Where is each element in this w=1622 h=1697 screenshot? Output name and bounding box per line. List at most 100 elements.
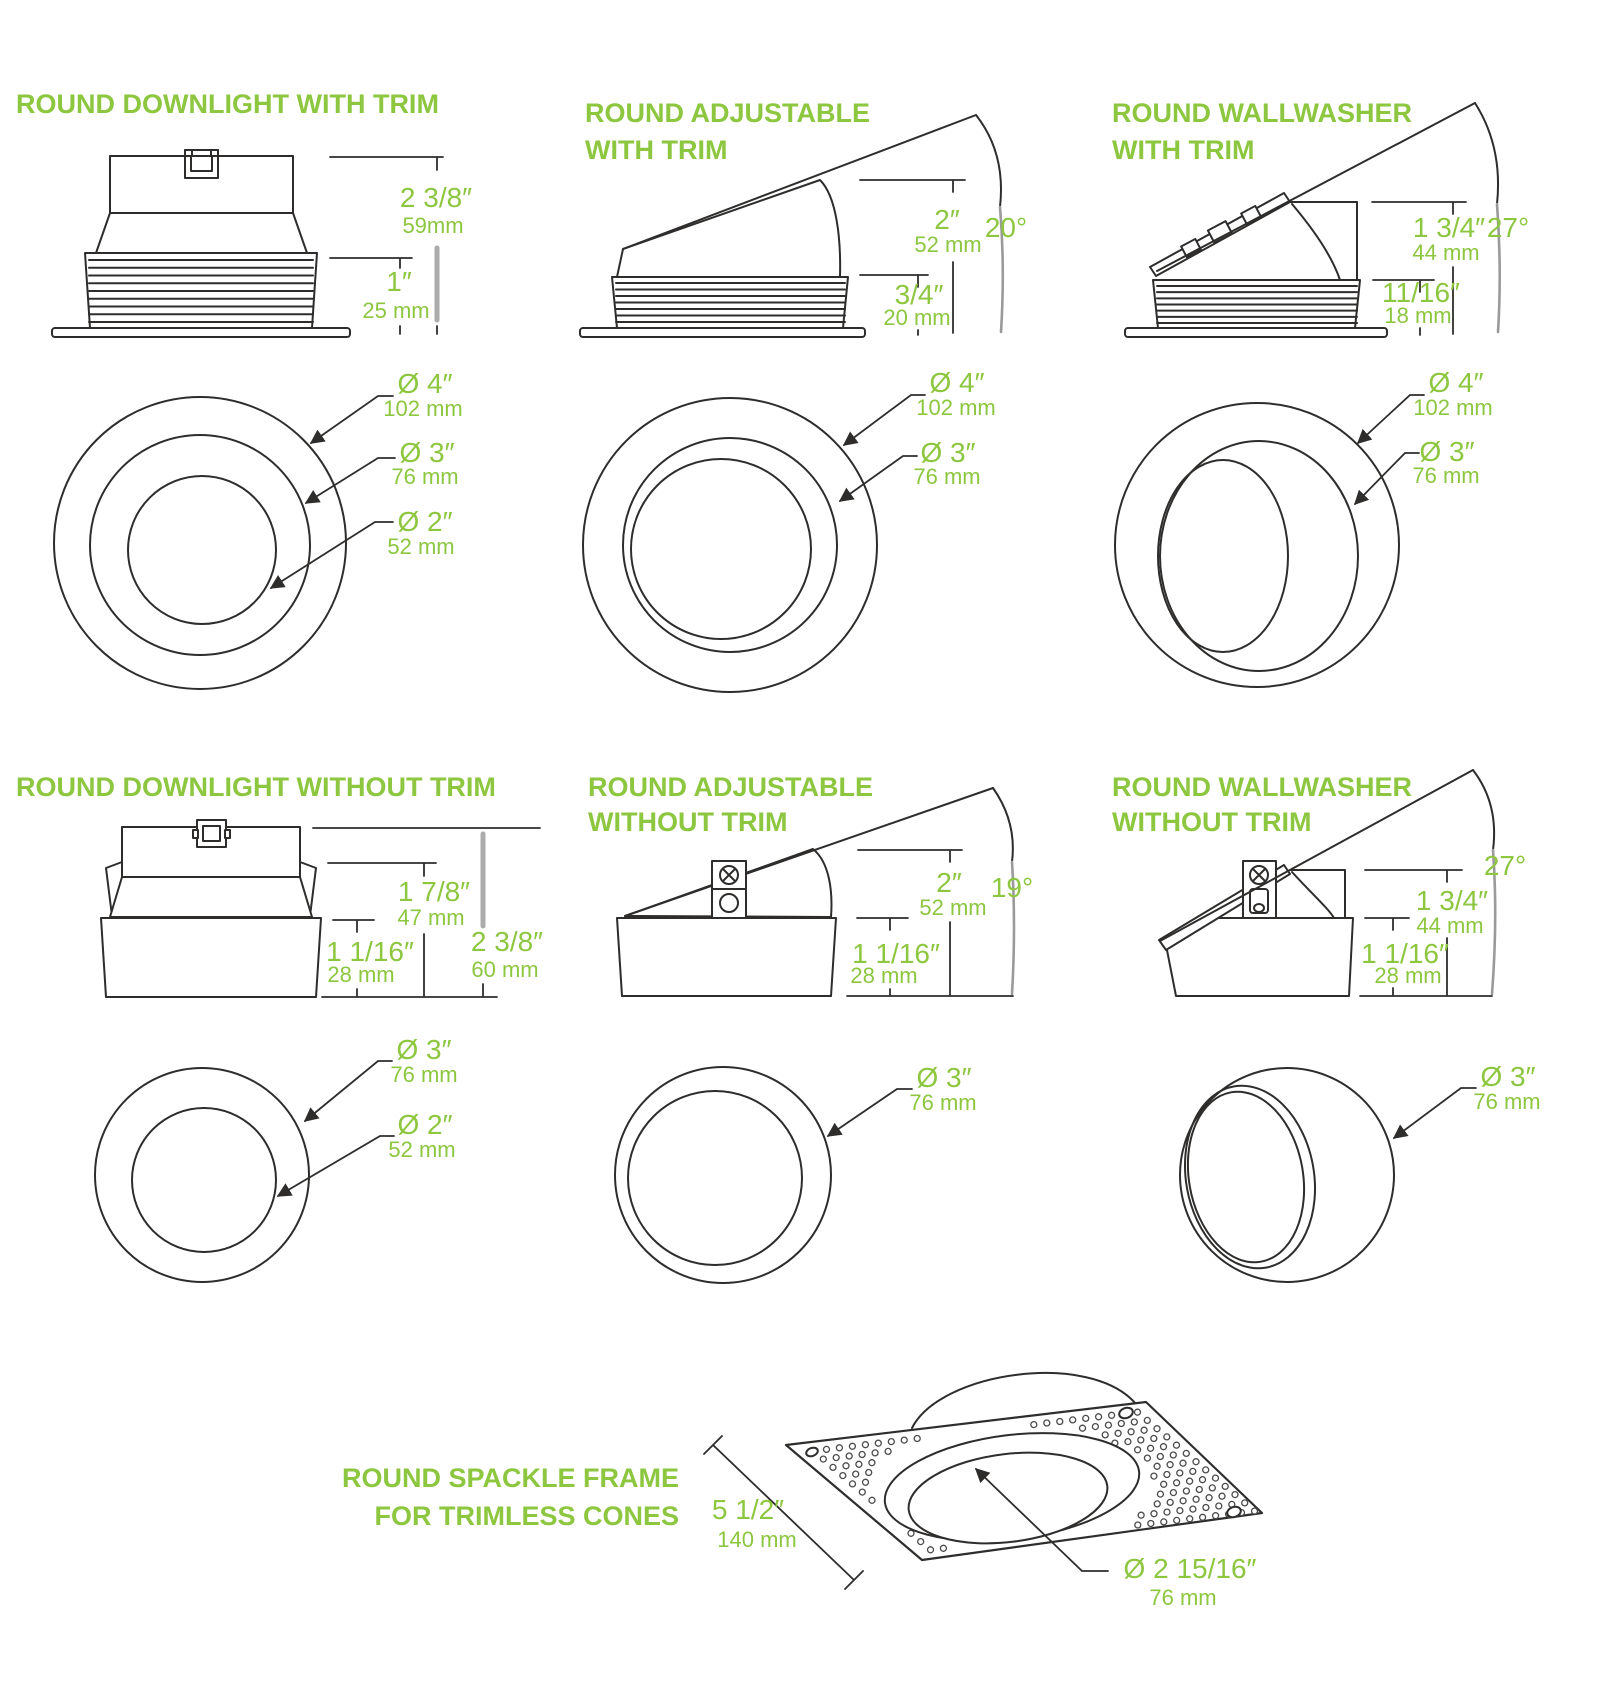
dim-height-lower-mm: 28 mm <box>850 963 917 988</box>
diameter-label: Ø 4″ <box>929 367 984 398</box>
panel-title: ROUND DOWNLIGHT WITHOUT TRIM <box>16 772 496 802</box>
diameter-label: Ø 2″ <box>397 506 452 537</box>
dimension-lines <box>846 849 1014 997</box>
dimension-lines <box>329 156 444 335</box>
dim-height-upper-mm: 52 mm <box>919 895 986 920</box>
tilted-housing <box>616 179 842 278</box>
panel-round-wallwasher-with-trim: ROUND WALLWASHER WITH TRIM 1 3/4″ 44 mm … <box>1112 98 1529 688</box>
housing-flare <box>109 876 313 918</box>
dim-height-lower-mm: 28 mm <box>327 962 394 987</box>
diameter-label-mm: 52 mm <box>387 534 454 559</box>
tilt-reference-line <box>624 787 994 917</box>
panel-title: ROUND DOWNLIGHT WITH TRIM <box>16 89 439 119</box>
panel-title: WITHOUT TRIM <box>588 807 787 837</box>
aperture-circle <box>627 1090 803 1266</box>
leader-line <box>304 457 396 504</box>
housing-flare <box>95 212 308 254</box>
leader-line <box>842 394 926 446</box>
diameter-label-mm: 52 mm <box>388 1137 455 1162</box>
tilt-angle-label: 19° <box>991 872 1033 903</box>
side-view-drawing <box>100 819 322 998</box>
dim-height-lower: 1 1/16″ <box>852 938 940 969</box>
leader-line <box>974 1468 1109 1572</box>
plate-tab <box>1206 220 1234 244</box>
diameter-label-mm: 76 mm <box>913 464 980 489</box>
dim-height-upper-mm: 52 mm <box>914 232 981 257</box>
dim-height-lower-mm: 28 mm <box>1374 963 1441 988</box>
top-view-drawing <box>1179 1067 1477 1283</box>
tilt-reference-line <box>1159 769 1474 942</box>
dim-height-lower-mm: 25 mm <box>362 298 429 323</box>
cone-opening-inner <box>907 1451 1109 1545</box>
aperture-circle <box>131 1107 277 1253</box>
diameter-label: Ø 2″ <box>397 1109 452 1140</box>
tilt-angle-label: 27° <box>1487 212 1529 243</box>
dim-width-mm: 140 mm <box>717 1527 796 1552</box>
side-view-drawing <box>616 787 1016 997</box>
housing-edge <box>1289 201 1358 281</box>
wire-connector <box>192 819 231 848</box>
housing-edge <box>1289 869 1346 919</box>
side-view-drawing <box>51 149 351 338</box>
diameter-label-mm: 102 mm <box>383 396 462 421</box>
outer-trim-circle <box>1114 402 1400 688</box>
dim-height-total: 2 3/8″ <box>471 926 543 957</box>
angle-arc-leg <box>1010 860 1016 996</box>
dim-height-upper: 1 3/4″ <box>1413 212 1485 243</box>
heatsink-ribs <box>615 282 846 323</box>
dim-height-total: 2 3/8″ <box>400 182 472 213</box>
leader-line <box>309 395 394 444</box>
top-view-drawing <box>1114 394 1425 688</box>
wallwash-aperture <box>1157 459 1289 653</box>
leader-line <box>838 455 918 502</box>
angle-arc-leg <box>998 205 1005 334</box>
diameter-label: Ø 3″ <box>1480 1061 1535 1092</box>
diameter-label: Ø 3″ <box>920 437 975 468</box>
wire-connector <box>184 149 219 179</box>
dim-height-lower: 1 1/16″ <box>1361 938 1449 969</box>
dim-height-lower: 11/16″ <box>1382 277 1460 308</box>
dim-height-upper: 2″ <box>934 204 960 235</box>
diameter-label-mm: 76 mm <box>909 1090 976 1115</box>
tilt-reference-line <box>622 114 977 250</box>
outer-trim-circle <box>53 396 347 690</box>
diameter-label: Ø 4″ <box>1428 367 1483 398</box>
diameter-label: Ø 3″ <box>916 1062 971 1093</box>
cone-dome <box>911 1372 1137 1429</box>
angle-arc-leg <box>1490 848 1497 996</box>
adjustment-bracket <box>711 860 747 919</box>
adjustment-bracket <box>1242 860 1277 919</box>
panel-round-downlight-without-trim: ROUND DOWNLIGHT WITHOUT TRIM 1 7/8″ 47 m… <box>16 772 543 1283</box>
dim-height-upper: 2″ <box>936 867 962 898</box>
panel-title: ROUND SPACKLE FRAME <box>342 1463 679 1493</box>
panel-title: WITHOUT TRIM <box>1112 807 1311 837</box>
angle-arc <box>992 787 1014 863</box>
outer-circle <box>614 1066 832 1284</box>
screw-hole <box>1118 1406 1134 1420</box>
panel-round-downlight-with-trim: ROUND DOWNLIGHT WITH TRIM 2 3/8″ 59mm 1″… <box>16 89 472 690</box>
wallwash-aperture <box>1183 1084 1317 1270</box>
tilt-angle-label: 20° <box>985 212 1027 243</box>
dim-height-total-mm: 59mm <box>402 213 463 238</box>
tilt-angle-label: 27° <box>1484 850 1526 881</box>
panel-title: ROUND ADJUSTABLE <box>588 772 873 802</box>
angle-arc-leg <box>1495 202 1502 334</box>
dim-height-lower-mm: 20 mm <box>883 305 950 330</box>
dim-height-upper-mm: 47 mm <box>397 905 464 930</box>
dimension-lines <box>312 827 541 998</box>
heatsink-ribs <box>88 259 314 323</box>
outer-circle <box>1179 1067 1395 1283</box>
diameter-label-mm: 76 mm <box>1412 463 1479 488</box>
aperture-circle <box>630 458 812 640</box>
outer-circle <box>94 1067 310 1283</box>
panel-title: WITH TRIM <box>1112 135 1254 165</box>
panel-title: ROUND WALLWASHER <box>1112 772 1412 802</box>
angle-arc <box>1474 102 1500 205</box>
inner-trim-circle <box>622 437 838 653</box>
leader-line <box>1356 394 1425 444</box>
outer-trim-circle <box>582 397 878 693</box>
panel-title: FOR TRIMLESS CONES <box>374 1501 679 1531</box>
diameter-label-mm: 76 mm <box>1149 1585 1216 1610</box>
